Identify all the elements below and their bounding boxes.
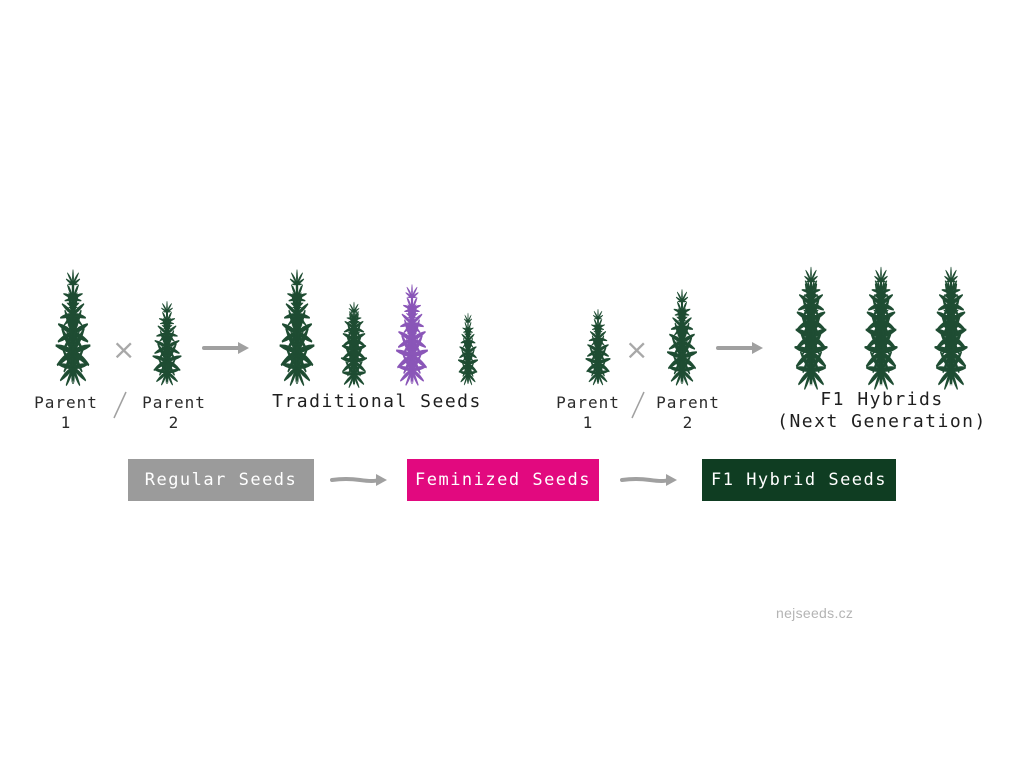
plant-icon <box>573 308 623 384</box>
arrow-icon <box>202 342 249 354</box>
credit-watermark: nejseeds.cz <box>776 605 854 621</box>
plant-icon <box>848 270 914 384</box>
plant-icon <box>262 268 332 384</box>
cross-icon: × <box>112 333 136 366</box>
regular-seeds-box: Regular Seeds <box>128 459 314 501</box>
plant-icon <box>652 288 712 384</box>
arrow-icon <box>620 474 677 486</box>
divider <box>631 391 645 419</box>
f1-hybrid-seeds-box: F1 Hybrid Seeds <box>702 459 896 501</box>
f1-hybrids-label: F1 Hybrids(Next Generation) <box>777 389 987 432</box>
feminized-seeds-label: Feminized Seeds <box>414 470 592 490</box>
plant-icon <box>380 283 444 384</box>
plant-icon <box>778 270 844 384</box>
arrow-icon <box>716 342 763 354</box>
plant-icon <box>448 312 488 384</box>
f1-hybrid-seeds-label: F1 Hybrid Seeds <box>710 470 888 490</box>
traditional-seeds-label: Traditional Seeds <box>272 391 482 412</box>
plant-icon <box>328 304 380 384</box>
regular-seeds-label: Regular Seeds <box>144 470 298 490</box>
plant-icon <box>38 268 108 384</box>
divider <box>113 391 127 419</box>
cross-icon: × <box>625 333 649 366</box>
plant-icon <box>918 270 984 384</box>
feminized-seeds-box: Feminized Seeds <box>407 459 599 501</box>
arrow-icon <box>330 474 387 486</box>
plant-icon <box>138 300 196 384</box>
